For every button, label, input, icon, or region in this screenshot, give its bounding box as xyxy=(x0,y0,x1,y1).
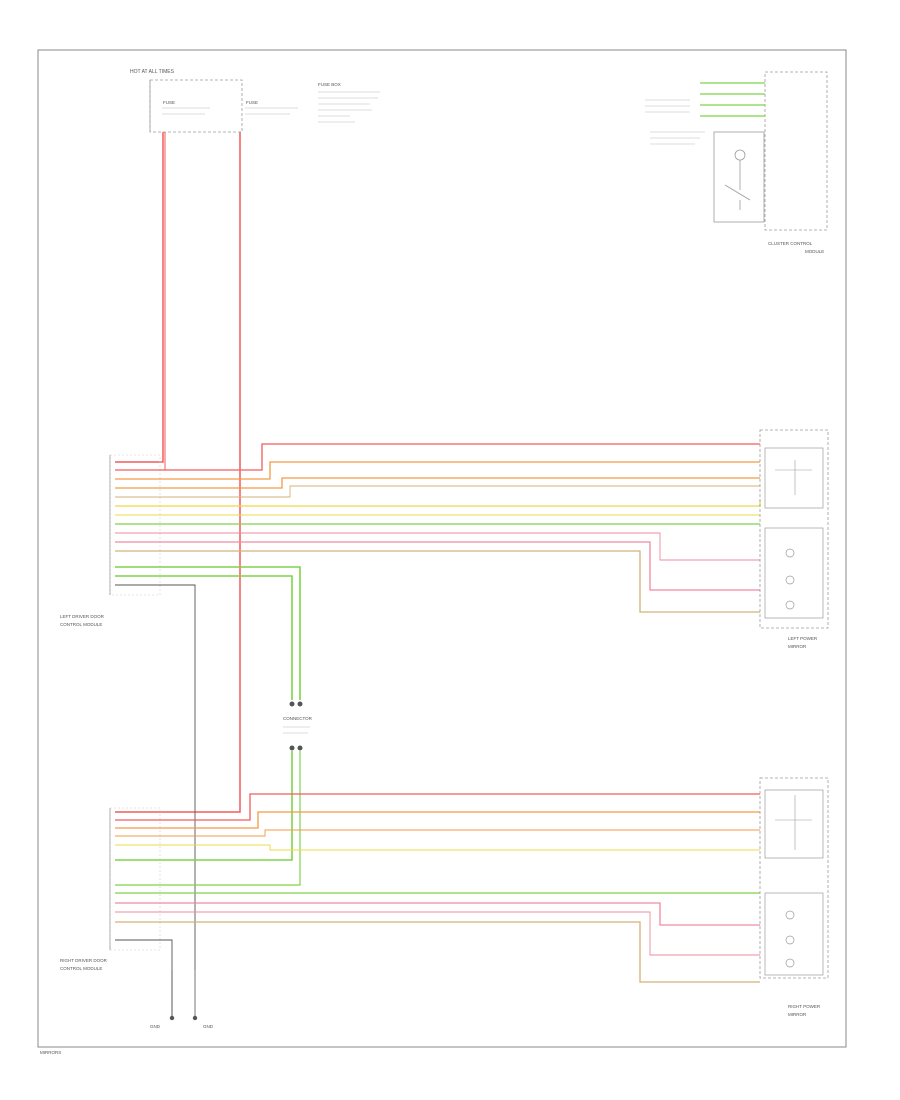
right-harness-wires xyxy=(115,793,760,1018)
left-module-title: LEFT DRIVER DOOR xyxy=(60,614,105,619)
fuse-box: HOT AT ALL TIMES FUSE FUSE FUSE BOX xyxy=(130,69,380,133)
fuse-left-label: FUSE xyxy=(163,100,175,105)
power-feed-wires xyxy=(115,132,241,813)
left-power-mirror: LEFT POWER MIRROR xyxy=(759,429,829,649)
hot-at-all-times-label: HOT AT ALL TIMES xyxy=(130,69,175,75)
fuse-right-label: FUSE xyxy=(246,100,258,105)
fuse-box-title: FUSE BOX xyxy=(318,82,341,87)
left-module-subtitle: CONTROL MODULE xyxy=(60,622,102,627)
left-harness-wires xyxy=(115,443,761,970)
center-connector: CONNECTOR xyxy=(115,701,313,886)
right-door-control-module: RIGHT DRIVER DOOR CONTROL MODULE xyxy=(60,807,161,971)
cluster-title: CLUSTER CONTROL xyxy=(768,241,813,246)
cluster-control-module: CLUSTER CONTROL MODULE xyxy=(645,71,828,254)
diagram-frame xyxy=(37,49,847,1048)
ground-left-label: GND xyxy=(150,1024,161,1029)
cluster-subtitle: MODULE xyxy=(805,249,824,254)
right-mirror-title: RIGHT POWER xyxy=(788,1004,821,1009)
ground-right-label: GND xyxy=(203,1024,214,1029)
left-door-control-module: LEFT DRIVER DOOR CONTROL MODULE xyxy=(60,454,161,627)
left-mirror-subtitle: MIRROR xyxy=(788,644,807,649)
ground-points: GND GND xyxy=(150,970,214,1029)
page-reference: MIRRORS xyxy=(40,1050,61,1055)
right-module-subtitle: CONTROL MODULE xyxy=(60,966,102,971)
left-mirror-title: LEFT POWER xyxy=(788,636,818,641)
right-mirror-subtitle: MIRROR xyxy=(788,1012,807,1017)
connector-label: CONNECTOR xyxy=(283,716,313,721)
right-power-mirror: RIGHT POWER MIRROR xyxy=(759,777,829,1017)
right-module-title: RIGHT DRIVER DOOR xyxy=(60,958,108,963)
